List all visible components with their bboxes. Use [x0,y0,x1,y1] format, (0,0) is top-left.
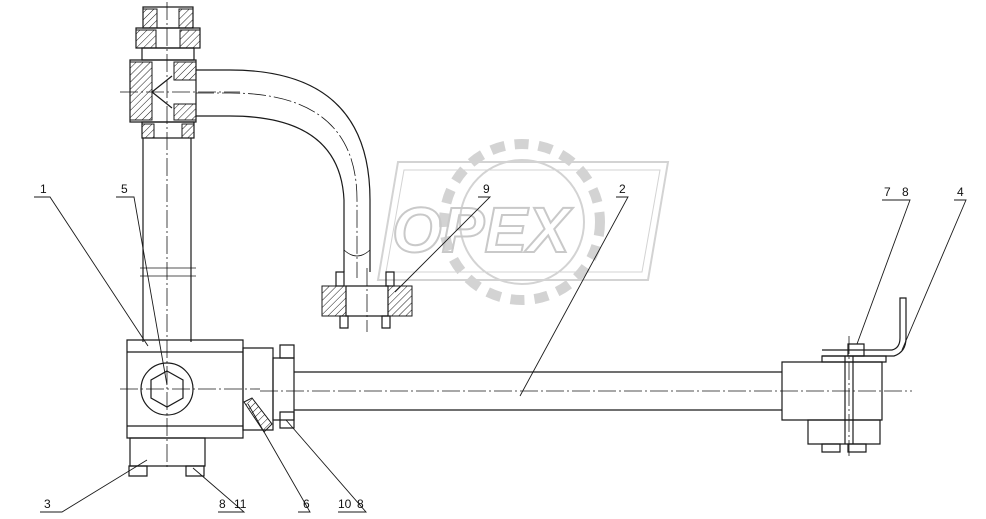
vertical-pipe [120,2,240,470]
pipe-flange [321,268,413,332]
callout-4: 4 [957,185,964,199]
watermark-text: OPEX [392,194,573,266]
callout-labels: 1 5 9 2 7 8 4 3 8 11 6 10 8 [40,182,964,511]
callout-9: 9 [483,182,490,196]
connecting-rod [242,344,912,433]
left-block [120,339,260,477]
watermark-logo: OPEX [376,139,670,305]
bent-pipe [196,69,371,278]
callout-8-top: 8 [902,185,909,199]
callout-8-bottom-left: 8 [219,497,226,511]
callout-3: 3 [44,497,51,511]
callout-2: 2 [619,182,626,196]
leader-lines [34,196,967,513]
right-block [781,297,907,456]
callout-1: 1 [40,182,47,196]
callout-10: 10 [338,497,352,511]
callout-5: 5 [121,182,128,196]
callout-7: 7 [884,185,891,199]
callout-11: 11 [234,497,247,511]
callout-6: 6 [303,497,310,511]
callout-8-bottom-right: 8 [357,497,364,511]
